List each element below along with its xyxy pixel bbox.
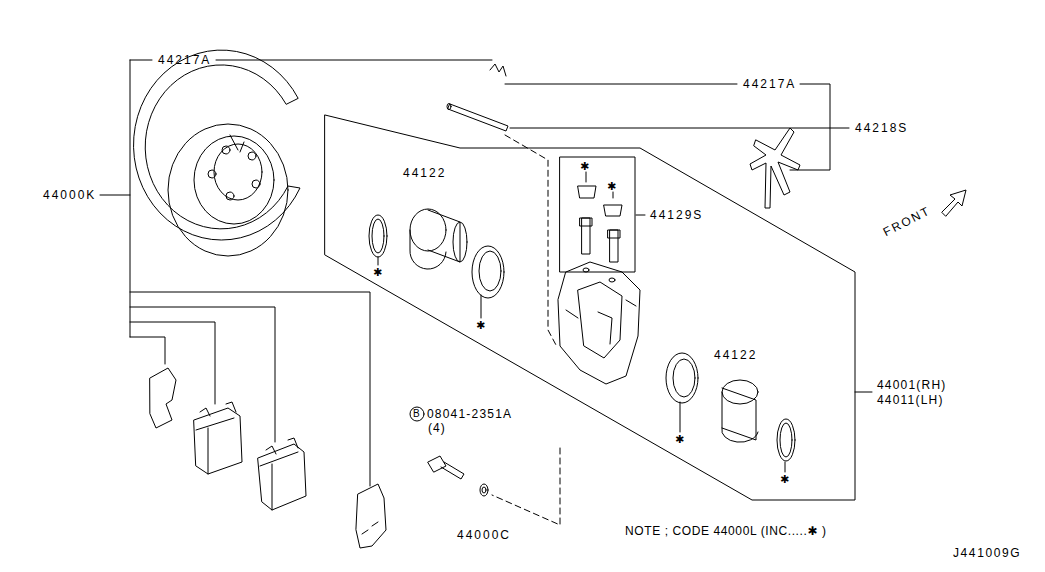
kit-asterisk: ✱ [580, 159, 589, 173]
caliper-body [558, 262, 640, 384]
kit-asterisk: ✱ [476, 318, 485, 332]
note-text: NOTE ; CODE 44000L (INC.....✱ ) [625, 524, 827, 538]
kit-asterisk: ✱ [373, 265, 382, 279]
front-arrow [942, 190, 966, 216]
guide-pin [447, 104, 508, 132]
part-number: 44000K [43, 188, 96, 202]
quantity: (4) [428, 421, 446, 435]
brake-pads [150, 368, 386, 548]
part-number: 44129S [650, 208, 703, 222]
anti-rattle-spring [750, 128, 800, 208]
backing-plate [134, 50, 300, 256]
bleeder-screws [578, 186, 622, 262]
kit-asterisk: ✱ [607, 179, 616, 193]
assembly-outline [325, 115, 855, 500]
kit-asterisk: ✱ [675, 432, 684, 446]
part-number: 08041-2351A [427, 407, 512, 421]
part-number: 44001(RH) [877, 378, 947, 392]
part-number: 44122 [403, 166, 446, 180]
direction-label: FRONT [881, 203, 933, 239]
kit-asterisk: ✱ [780, 472, 789, 486]
piston-set-lower [666, 353, 795, 461]
part-number: 44217A [158, 53, 211, 67]
part-number: 44218S [855, 121, 908, 135]
part-number: 44000C [457, 528, 511, 542]
circled-mark: B [413, 407, 420, 421]
leader-lines [100, 60, 872, 525]
retaining-clip [490, 64, 506, 76]
bleeder-group-box [560, 157, 635, 272]
part-number: 44011(LH) [877, 393, 944, 407]
piston-set-upper [369, 209, 504, 298]
part-number: 44122 [714, 348, 757, 362]
part-number: 44217A [743, 77, 796, 91]
diagram-code: J441009G [953, 546, 1021, 560]
